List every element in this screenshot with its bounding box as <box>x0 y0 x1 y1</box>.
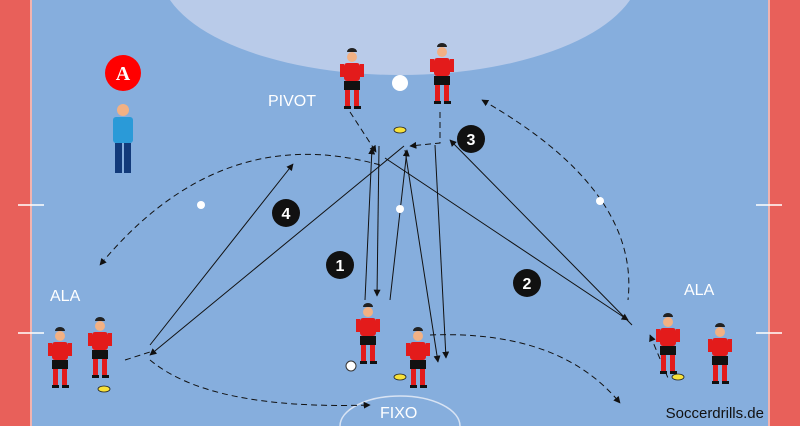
penalty-area <box>170 0 630 75</box>
cones <box>97 126 685 393</box>
badge-a: A <box>105 55 141 91</box>
right-border <box>770 0 800 426</box>
goalkeeper <box>113 104 133 173</box>
step-3-circle <box>457 125 485 153</box>
step-1-circle <box>326 251 354 279</box>
step-4-label: 4 <box>282 206 291 223</box>
step-1-label: 1 <box>336 258 345 275</box>
run-lines <box>99 99 669 409</box>
label-ala-left: ALA <box>50 288 81 305</box>
step-4-circle <box>272 199 300 227</box>
side-marks <box>18 204 782 334</box>
balls <box>197 75 604 372</box>
players <box>48 43 732 388</box>
svg-text:A: A <box>116 63 131 85</box>
step-2-label: 2 <box>523 276 532 293</box>
label-fixo: FIXO <box>380 405 418 422</box>
step-2-circle <box>513 269 541 297</box>
step-markers: 1 2 3 4 <box>272 125 541 297</box>
step-3-label: 3 <box>467 132 476 149</box>
watermark: Soccerdrills.de <box>665 405 764 422</box>
center-arc <box>339 395 461 426</box>
left-border <box>0 0 30 426</box>
pass-lines <box>149 139 633 363</box>
label-pivot: PIVOT <box>268 93 317 110</box>
label-ala-right: ALA <box>684 282 715 299</box>
